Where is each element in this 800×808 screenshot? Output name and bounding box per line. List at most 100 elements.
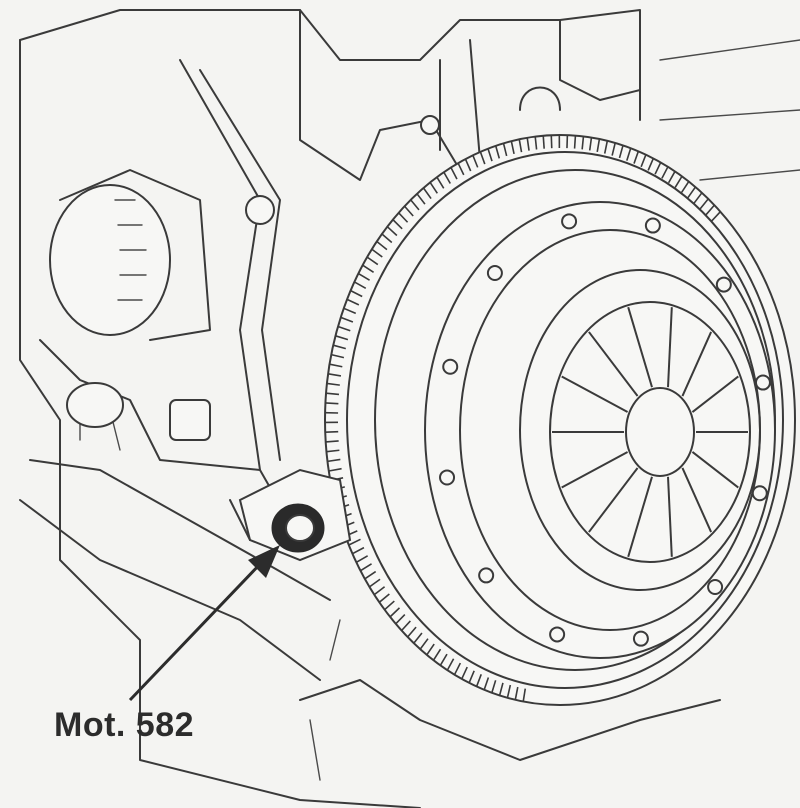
gear-tooth xyxy=(667,171,676,184)
gear-tooth xyxy=(699,198,709,210)
pressure-plate-bolts xyxy=(439,213,771,647)
gear-tooth xyxy=(487,148,493,162)
gear-tooth xyxy=(432,648,442,661)
gear-tooth xyxy=(354,281,367,289)
gear-tooth xyxy=(581,136,585,150)
gear-tooth xyxy=(526,137,530,151)
gear-tooth xyxy=(596,138,601,152)
gear-tooth xyxy=(340,316,354,323)
gear-tooth xyxy=(384,600,395,611)
bolt-icon xyxy=(715,276,732,293)
gear-tooth xyxy=(416,193,426,205)
gear-tooth xyxy=(386,226,398,237)
gear-tooth xyxy=(443,171,451,184)
gear-tooth xyxy=(331,353,345,359)
gear-tooth xyxy=(661,166,669,179)
spring-finger xyxy=(627,306,653,388)
gear-tooth xyxy=(518,139,523,153)
gear-tooth xyxy=(325,402,339,405)
gear-tooth xyxy=(346,298,360,306)
gear-tooth xyxy=(498,682,504,696)
gear-tooth xyxy=(640,154,647,168)
spring-finger xyxy=(627,476,653,558)
gear-tooth xyxy=(680,181,690,193)
gear-tooth xyxy=(588,137,593,151)
gear-tooth xyxy=(329,363,343,368)
gear-tooth xyxy=(410,199,420,211)
bolt-icon xyxy=(549,626,566,643)
gear-tooth xyxy=(674,175,683,188)
gear-tooth xyxy=(401,620,411,632)
gear-tooth xyxy=(328,467,342,472)
spring-finger xyxy=(667,476,673,557)
spring-finger xyxy=(561,451,629,489)
gear-tooth xyxy=(603,140,609,154)
spring-finger xyxy=(691,375,739,413)
gear-tooth xyxy=(325,430,339,434)
gear-tooth xyxy=(419,638,429,650)
gear-tooth xyxy=(464,158,472,172)
gear-tooth xyxy=(687,186,697,199)
spring-finger xyxy=(681,467,713,533)
bolt-icon xyxy=(707,578,724,595)
gear-tooth xyxy=(392,219,403,230)
gear-tooth xyxy=(457,162,465,176)
gear-tooth xyxy=(491,680,497,693)
callout-arrow xyxy=(128,545,280,702)
spring-finger xyxy=(681,331,713,397)
gear-tooth xyxy=(337,325,351,332)
gear-tooth xyxy=(439,653,448,666)
gear-tooth xyxy=(348,538,361,546)
gear-tooth xyxy=(362,264,375,273)
gear-tooth xyxy=(366,256,379,266)
gear-tooth xyxy=(413,632,423,644)
gear-tooth xyxy=(647,158,655,171)
gear-tooth xyxy=(325,392,340,396)
gear-tooth xyxy=(358,272,370,281)
gear-tooth xyxy=(693,192,703,204)
bolt-icon xyxy=(439,469,456,486)
gear-tooth xyxy=(422,187,432,200)
bolt-icon xyxy=(561,213,578,230)
gear-tooth xyxy=(502,143,508,157)
gear-tooth xyxy=(479,151,486,165)
diaphragm-fingers xyxy=(552,306,748,558)
gear-tooth xyxy=(494,145,501,159)
gear-tooth xyxy=(475,674,482,687)
gear-tooth xyxy=(343,307,357,315)
gear-tooth xyxy=(335,335,349,341)
gear-tooth xyxy=(450,167,458,180)
spring-finger xyxy=(691,451,739,489)
gear-tooth xyxy=(407,626,417,638)
gear-tooth xyxy=(398,212,409,223)
gear-tooth xyxy=(573,135,577,149)
clutch-pressure-plate xyxy=(424,201,776,659)
gear-tooth xyxy=(436,176,445,189)
bolt-icon xyxy=(442,358,459,375)
gear-tooth xyxy=(705,204,716,216)
gear-tooth xyxy=(326,449,340,453)
gear-tooth xyxy=(522,688,527,702)
gear-tooth xyxy=(378,593,390,603)
gear-tooth xyxy=(506,684,512,698)
bolt-icon xyxy=(486,265,503,282)
gear-tooth xyxy=(446,658,455,671)
gear-tooth xyxy=(327,373,342,377)
gear-tooth xyxy=(618,145,624,159)
gear-tooth xyxy=(611,142,616,156)
spring-finger xyxy=(588,331,639,397)
gear-tooth xyxy=(510,141,515,155)
gear-tooth xyxy=(534,136,538,150)
gear-tooth xyxy=(468,670,475,684)
gear-tooth xyxy=(453,662,462,676)
bolt-icon xyxy=(644,217,661,234)
gear-tooth xyxy=(350,289,363,298)
gear-tooth xyxy=(542,135,545,149)
gear-tooth xyxy=(373,586,386,596)
gear-tooth xyxy=(352,546,365,555)
tool-callout-label: Mot. 582 xyxy=(54,706,195,744)
gear-tooth xyxy=(426,643,435,656)
gear-tooth xyxy=(369,578,381,588)
